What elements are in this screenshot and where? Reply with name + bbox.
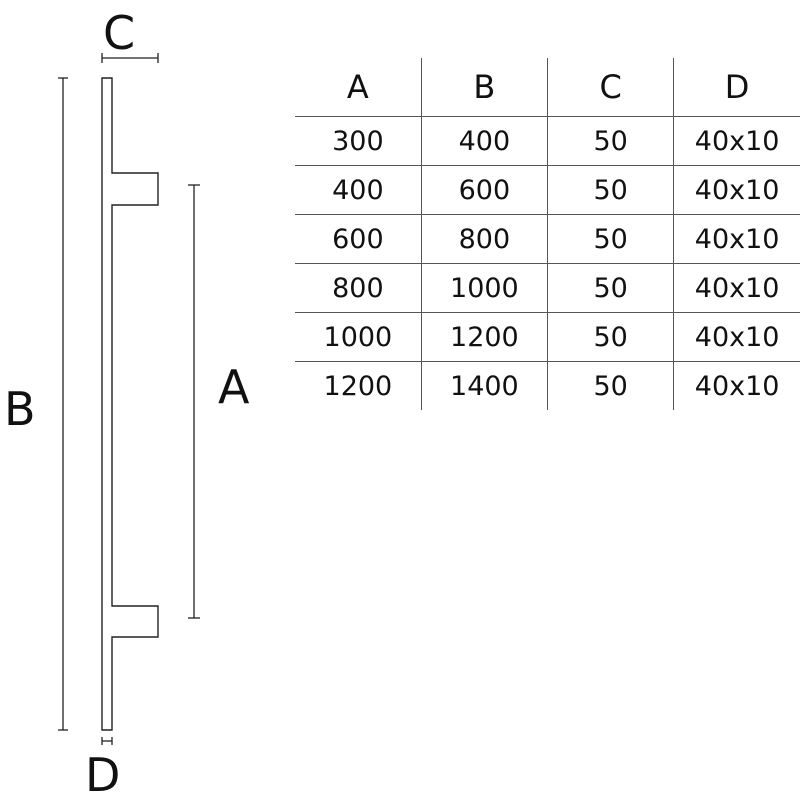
dimension-b-line [58,77,68,731]
table-header-row: A B C D [295,58,800,117]
cell-b: 1400 [421,361,549,410]
cell-c: 50 [547,214,675,264]
dimension-a-line [188,184,200,619]
cell-a: 1200 [295,361,422,410]
cell-b: 800 [421,214,549,264]
cell-d: 40x10 [673,116,800,166]
table-row: 1200 1400 50 40x10 [295,361,800,410]
cell-a: 1000 [295,312,422,362]
cell-c: 50 [547,263,675,313]
handle-outline [101,77,159,731]
table-row: 600 800 50 40x10 [295,214,800,264]
cell-d: 40x10 [694,370,780,402]
cell-b: 400 [421,116,549,166]
column-header-c: C [547,58,675,117]
cell-a: 800 [295,263,422,313]
cell-d: 40x10 [673,165,800,215]
dimension-d-line [101,737,113,745]
cell-d: 40x10 [673,312,800,362]
cell-c: 50 [547,361,675,410]
column-header-a: A [295,58,422,117]
cell-a: 300 [295,116,422,166]
cell-a: 600 [295,214,422,264]
cell-d: 40x10 [673,214,800,264]
cell-c: 50 [547,165,675,215]
cell-b: 1200 [421,312,549,362]
cell-b: 1000 [421,263,549,313]
dimensions-table: A B C D 300 400 50 40x10 400 600 50 40x1… [295,58,800,410]
table-row: 800 1000 50 40x10 [295,263,800,313]
table-row: 400 600 50 40x10 [295,165,800,215]
cell-c: 50 [547,312,675,362]
dimension-c-label: C [103,6,136,60]
dimension-c-line [101,53,159,63]
dimension-a-label: A [218,360,250,414]
cell-d: 40x10 [673,263,800,313]
cell-b: 600 [421,165,549,215]
cell-a: 400 [295,165,422,215]
table-row: 300 400 50 40x10 [295,116,800,166]
column-header-d: D [673,58,800,117]
column-header-b: B [421,58,549,117]
dimension-b-label: B [4,382,36,436]
cell-c: 50 [547,116,675,166]
dimension-d-label: D [85,748,121,802]
table-row: 1000 1200 50 40x10 [295,312,800,362]
